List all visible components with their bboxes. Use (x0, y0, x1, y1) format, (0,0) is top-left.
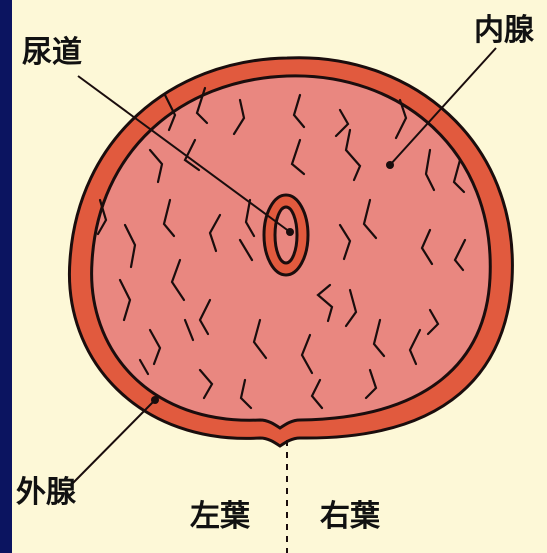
right-lobe-label: 右葉 (320, 502, 380, 532)
urethra-inner-lumen (275, 207, 297, 263)
outer-gland-leader-line (70, 400, 155, 486)
inner-gland-leader-dot (386, 161, 394, 169)
urethra-label: 尿道 (22, 38, 82, 68)
outer-gland-leader-dot (151, 396, 159, 404)
left-lobe-label: 左葉 (190, 502, 250, 532)
inner-gland-label: 内腺 (474, 16, 534, 46)
urethra-leader-dot (286, 228, 294, 236)
outer-gland-label: 外腺 (16, 478, 76, 508)
